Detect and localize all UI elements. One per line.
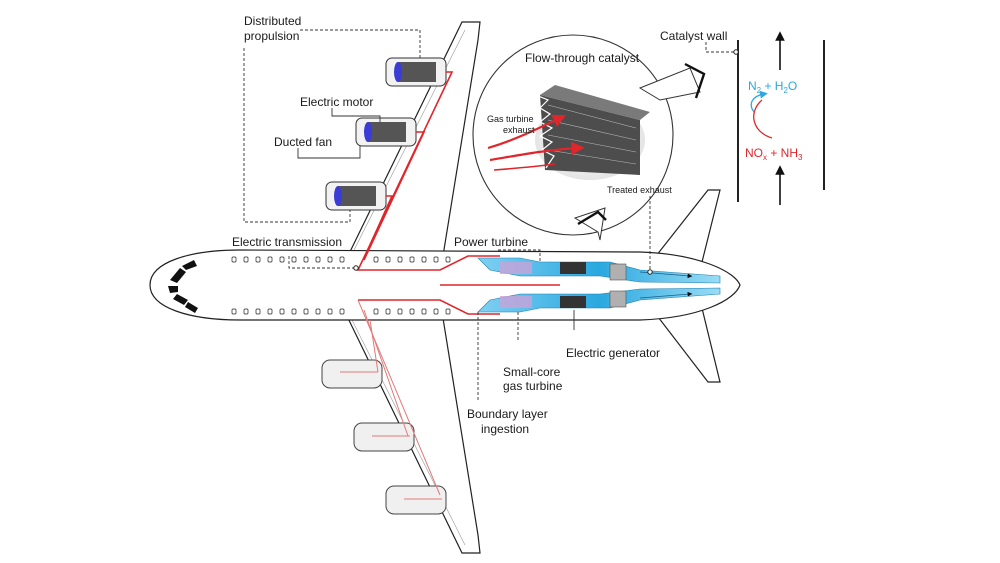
label-electric-transmission: Electric transmission xyxy=(232,235,342,249)
label-flow-through-catalyst: Flow-through catalyst xyxy=(525,51,640,65)
label-boundary-layer-1: Boundary layer xyxy=(467,407,548,421)
label-small-core-2: gas turbine xyxy=(503,379,563,393)
label-catalyst-wall: Catalyst wall xyxy=(660,29,727,43)
aft-propulsion-lower xyxy=(477,287,721,313)
label-ducted-fan: Ducted fan xyxy=(274,135,332,149)
lower-nacelle-3 xyxy=(385,485,447,515)
electric-wiring xyxy=(356,71,560,496)
aft-propulsion-upper xyxy=(477,257,721,284)
lower-nacelle-1 xyxy=(321,359,383,389)
label-small-core-1: Small-core xyxy=(503,365,561,379)
catalyst-wall-detail xyxy=(737,31,825,205)
label-electric-motor: Electric motor xyxy=(300,95,373,109)
label-distributed-propulsion-1: Distributed xyxy=(244,14,301,28)
leader-lines xyxy=(243,29,739,402)
lower-nacelle-2 xyxy=(353,422,415,452)
exhaust-flow-arrows xyxy=(487,114,585,171)
label-electric-generator: Electric generator xyxy=(566,346,660,360)
label-products: N2 + H2O xyxy=(748,79,797,95)
ducted-fan-engine-1 xyxy=(385,57,447,87)
ducted-fan-engine-2 xyxy=(355,117,417,147)
label-treated-exhaust: Treated exhaust xyxy=(607,185,672,195)
label-gas-turbine-exhaust-2: exhaust xyxy=(503,125,535,135)
label-distributed-propulsion-2: propulsion xyxy=(244,29,299,43)
label-power-turbine: Power turbine xyxy=(454,235,528,249)
ducted-fan-engine-3 xyxy=(325,181,387,211)
catalyst-callout xyxy=(472,34,706,241)
cockpit-windows xyxy=(168,260,198,313)
label-gas-turbine-exhaust-1: Gas turbine xyxy=(487,114,534,124)
label-boundary-layer-2: ingestion xyxy=(481,422,529,436)
label-reactants: NOx + NH3 xyxy=(745,146,803,162)
